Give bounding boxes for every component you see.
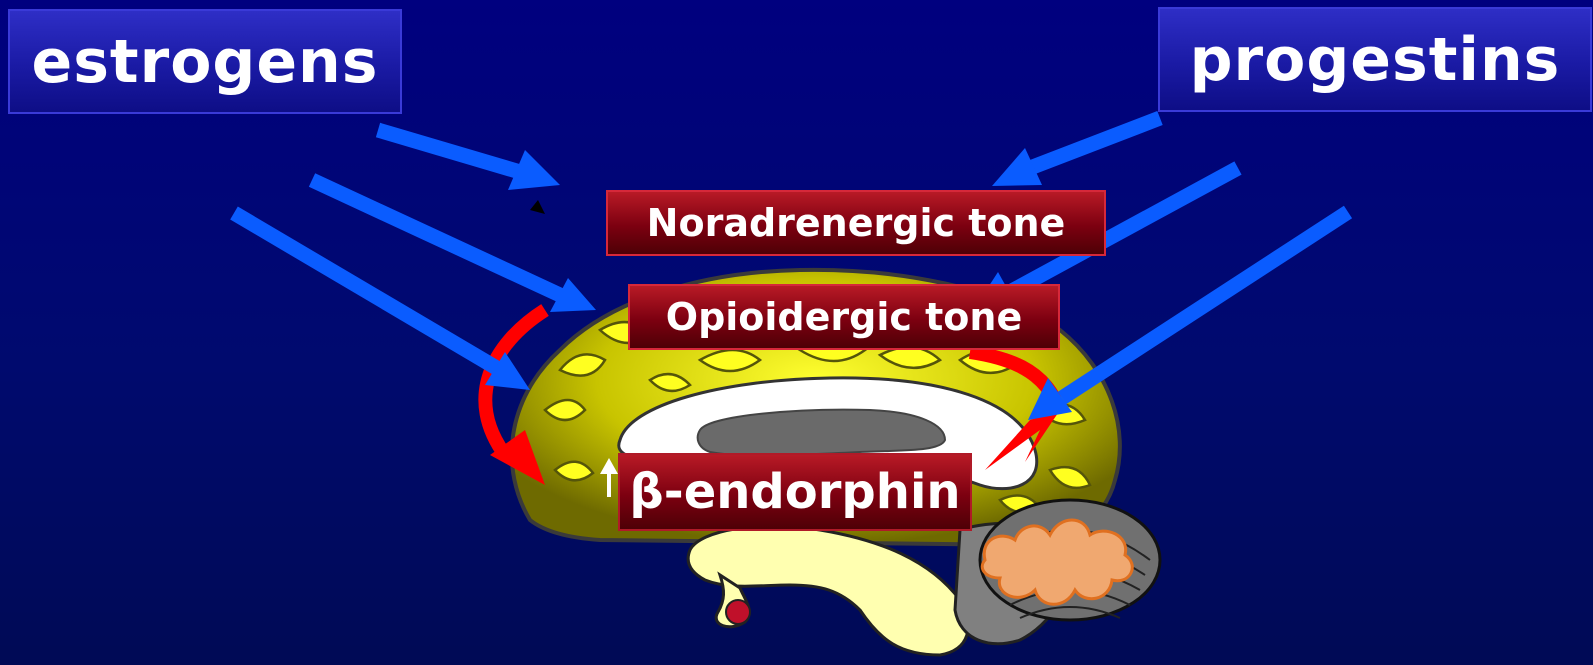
estrogen-arrowhead-3 bbox=[485, 352, 530, 390]
progestin-arrowhead-1 bbox=[992, 148, 1042, 186]
estrogen-arrows bbox=[230, 122, 596, 390]
small-black-arrowhead bbox=[530, 200, 545, 214]
progestin-arrow-1 bbox=[1027, 110, 1163, 176]
lateral-ventricle bbox=[696, 408, 947, 457]
opioidergic-tone-label: Opioidergic tone bbox=[628, 284, 1060, 350]
estrogen-arrowhead-1 bbox=[508, 150, 560, 190]
up-arrow-icon bbox=[600, 458, 618, 497]
noradrenergic-tone-label: Noradrenergic tone bbox=[606, 190, 1106, 256]
estrogen-arrow-2 bbox=[308, 173, 564, 302]
cerebellum bbox=[978, 498, 1162, 622]
beta-endorphin-label: β-endorphin bbox=[618, 453, 972, 531]
progestin-arrow-2 bbox=[1004, 161, 1242, 300]
left-feedback-arrowhead bbox=[490, 430, 545, 485]
estrogen-arrow-3 bbox=[230, 206, 504, 377]
pituitary-gland bbox=[725, 599, 751, 625]
right-feedback-arrowhead bbox=[985, 410, 1060, 470]
estrogens-label: estrogens bbox=[8, 9, 402, 114]
estrogen-arrow-1 bbox=[375, 122, 523, 180]
progestin-arrow-3 bbox=[1057, 205, 1353, 405]
estrogen-arrowhead-2 bbox=[550, 278, 596, 312]
progestin-arrowhead-3 bbox=[1028, 378, 1072, 420]
progestins-label: progestins bbox=[1158, 7, 1592, 112]
arbor-vitae bbox=[980, 518, 1134, 606]
left-feedback-arrow bbox=[478, 304, 549, 460]
